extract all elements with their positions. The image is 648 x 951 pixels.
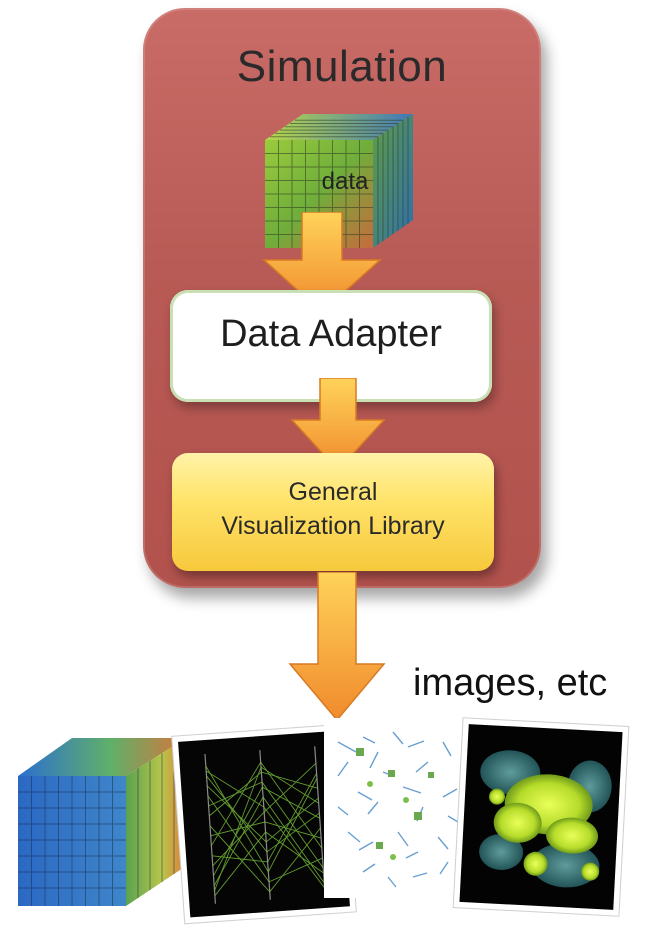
- data-adapter-label: Data Adapter: [220, 313, 442, 355]
- visualization-library-label-line1: General: [288, 478, 378, 506]
- visualization-library-label-line2: Visualization Library: [221, 512, 445, 540]
- volume-cube-render-image: [18, 738, 186, 906]
- isosurface-render-image: [452, 717, 630, 917]
- parallel-coordinates-plot-image: [171, 723, 357, 925]
- data-cube-icon: [265, 114, 413, 248]
- arrow-down-icon: [288, 572, 386, 720]
- visualization-library-box: [172, 453, 494, 571]
- particle-glyph-render-image: [324, 718, 474, 898]
- output-label: images, etc: [413, 662, 608, 704]
- simulation-title: Simulation: [236, 42, 448, 91]
- arrow-down-icon: [290, 378, 386, 470]
- data-label: data: [321, 168, 369, 195]
- arrow-down-icon: [262, 212, 382, 312]
